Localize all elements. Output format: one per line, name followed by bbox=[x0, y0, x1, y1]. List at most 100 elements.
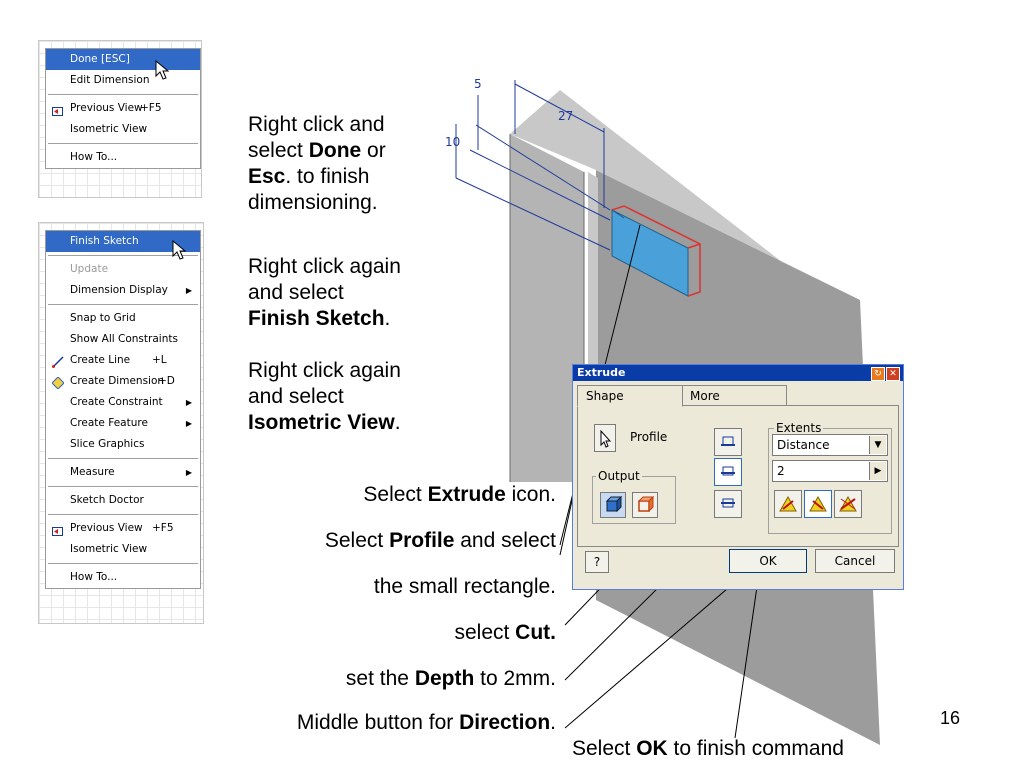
instruction-line: Right click again bbox=[248, 359, 401, 382]
profile-select-button[interactable] bbox=[594, 424, 616, 452]
dimension-27[interactable]: 27 bbox=[558, 109, 573, 123]
menu-item-create-dimension[interactable]: Create Dimension +D bbox=[46, 371, 200, 392]
close-icon[interactable]: ✕ bbox=[886, 367, 900, 381]
menu-separator bbox=[48, 304, 198, 305]
text-span: or bbox=[361, 139, 386, 162]
menu-item-label: Create Feature bbox=[70, 417, 148, 429]
part-top-face bbox=[510, 90, 860, 300]
menu-item-label: Isometric View bbox=[70, 123, 148, 135]
instruction-line: Finish Sketch. bbox=[248, 306, 401, 332]
direction-symmetric-button[interactable] bbox=[834, 490, 862, 518]
chevron-right-icon[interactable]: ▶ bbox=[869, 462, 886, 480]
select-arrow-icon bbox=[600, 429, 612, 448]
ok-button[interactable]: OK bbox=[729, 549, 807, 573]
menu-separator bbox=[48, 94, 198, 95]
help-button[interactable]: ? bbox=[585, 551, 609, 573]
menu-item-label: Isometric View bbox=[70, 543, 148, 555]
output-solid-button[interactable] bbox=[600, 492, 626, 518]
submenu-arrow-icon: ▶ bbox=[185, 286, 192, 295]
menu-item-isometric-view[interactable]: Isometric View bbox=[46, 119, 200, 140]
output-surface-button[interactable] bbox=[632, 492, 658, 518]
menu-item-finish-sketch[interactable]: Finish Sketch bbox=[46, 231, 200, 252]
text-span: to 2mm. bbox=[474, 667, 556, 690]
menu-item-label: Create Dimension bbox=[70, 375, 165, 387]
menu-item-measure[interactable]: Measure▶ bbox=[46, 462, 200, 483]
tab-label: More bbox=[690, 389, 720, 403]
ok-button-label: OK bbox=[759, 554, 777, 568]
text-span: Select bbox=[572, 737, 637, 760]
join-button[interactable] bbox=[714, 428, 742, 456]
direction-reverse-button[interactable] bbox=[804, 490, 832, 518]
text-span: Select bbox=[363, 483, 428, 506]
instruction-line: and select bbox=[248, 281, 344, 304]
menu-item-dimension-display[interactable]: Dimension Display▶ bbox=[46, 280, 200, 301]
menu-item-shortcut: +F5 bbox=[140, 102, 162, 114]
menu-item-how-to[interactable]: How To... bbox=[46, 567, 200, 588]
instruction-line: Right click again bbox=[248, 255, 401, 278]
text-span: . bbox=[550, 711, 556, 734]
menu-item-create-line[interactable]: Create Line +L bbox=[46, 350, 200, 371]
context-menu-dimension: Done [ESC] Edit Dimension Previous View … bbox=[45, 48, 201, 169]
dialog-title-bar[interactable]: Extrude bbox=[573, 365, 903, 381]
menu-item-previous-view[interactable]: Previous View +F5 bbox=[46, 518, 200, 539]
menu-item-label: Create Line bbox=[70, 354, 131, 366]
menu-item-how-to[interactable]: How To... bbox=[46, 147, 200, 168]
text-span: and select bbox=[454, 529, 556, 552]
menu-item-show-all-constraints[interactable]: Show All Constraints bbox=[46, 329, 200, 350]
instruction-isometric-view: Right click again and select Isometric V… bbox=[248, 358, 401, 436]
intersect-button[interactable] bbox=[714, 490, 742, 518]
cut-button[interactable] bbox=[714, 458, 742, 486]
dimension-5[interactable]: 5 bbox=[474, 77, 482, 91]
tab-more[interactable]: More bbox=[681, 385, 787, 406]
direction-forward-button[interactable] bbox=[774, 490, 802, 518]
solid-icon bbox=[605, 495, 623, 513]
menu-item-previous-view[interactable]: Previous View +F5 bbox=[46, 98, 200, 119]
step-ok: Select OK to finish command bbox=[572, 736, 844, 762]
submenu-arrow-icon: ▶ bbox=[185, 398, 192, 407]
extents-select[interactable]: Distance ▼ bbox=[772, 434, 888, 456]
text-span: to finish command bbox=[667, 737, 844, 760]
step-direction: Middle button for Direction. bbox=[200, 710, 556, 736]
context-menu-sketch: Finish Sketch Update Dimension Display▶ … bbox=[45, 230, 201, 589]
page-number: 16 bbox=[940, 708, 961, 728]
previous-view-icon bbox=[52, 523, 63, 536]
shape-panel: Profile Output Extents Distance ▼ 2 ▶ bbox=[577, 405, 899, 547]
menu-separator bbox=[48, 563, 198, 564]
menu-item-sketch-doctor[interactable]: Sketch Doctor bbox=[46, 490, 200, 511]
menu-item-slice-graphics[interactable]: Slice Graphics bbox=[46, 434, 200, 455]
step-extrude: Select Extrude icon. bbox=[200, 482, 556, 508]
text-span: Depth bbox=[414, 667, 475, 690]
join-icon bbox=[721, 436, 735, 446]
menu-item-shortcut: +D bbox=[158, 375, 175, 387]
step-depth: set the Depth to 2mm. bbox=[200, 666, 556, 692]
text-span: select bbox=[248, 139, 309, 162]
text-span: Finish Sketch bbox=[248, 307, 385, 330]
menu-item-create-constraint[interactable]: Create Constraint▶ bbox=[46, 392, 200, 413]
chevron-down-icon[interactable]: ▼ bbox=[869, 436, 886, 454]
menu-item-label: How To... bbox=[70, 571, 118, 583]
menu-item-label: How To... bbox=[70, 151, 118, 163]
menu-item-label: Show All Constraints bbox=[70, 333, 178, 345]
menu-item-label: Finish Sketch bbox=[70, 235, 139, 247]
step-small-rectangle: the small rectangle. bbox=[200, 574, 556, 600]
cancel-button[interactable]: Cancel bbox=[815, 549, 895, 573]
text-span: icon. bbox=[505, 483, 556, 506]
submenu-arrow-icon: ▶ bbox=[185, 468, 192, 477]
menu-item-shortcut: +F5 bbox=[152, 522, 174, 534]
menu-item-edit-dimension[interactable]: Edit Dimension bbox=[46, 70, 200, 91]
distance-input[interactable]: 2 ▶ bbox=[772, 460, 888, 482]
tab-shape[interactable]: Shape bbox=[577, 385, 683, 407]
text-span: Profile bbox=[389, 529, 455, 552]
menu-item-done[interactable]: Done [ESC] bbox=[46, 49, 200, 70]
menu-item-isometric-view[interactable]: Isometric View bbox=[46, 539, 200, 560]
menu-item-create-feature[interactable]: Create Feature▶ bbox=[46, 413, 200, 434]
dialog-help-title-icon[interactable]: ↻ bbox=[871, 367, 885, 381]
dimension-lines bbox=[455, 80, 611, 251]
dimension-10[interactable]: 10 bbox=[445, 135, 460, 149]
menu-item-snap-to-grid[interactable]: Snap to Grid bbox=[46, 308, 200, 329]
text-span: Cut. bbox=[515, 621, 556, 644]
text-span: Esc bbox=[248, 165, 286, 188]
dialog-title: Extrude bbox=[577, 366, 626, 379]
menu-item-label: Update bbox=[70, 263, 109, 275]
instruction-line: Isometric View. bbox=[248, 410, 401, 436]
